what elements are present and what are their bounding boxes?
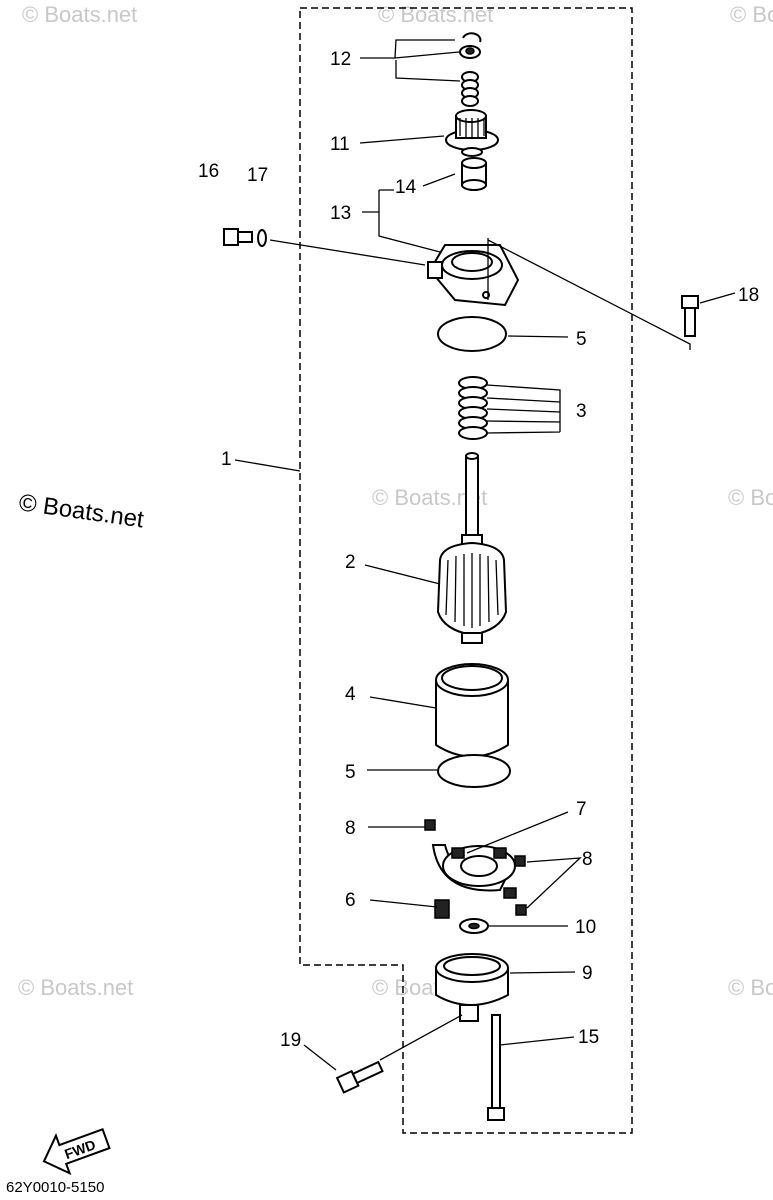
watermark-main: © Boats.net — [17, 489, 146, 533]
callout-12: 12 — [330, 49, 351, 70]
callout-19: 19 — [280, 1030, 301, 1051]
callout-1: 1 — [221, 449, 232, 470]
callout-18: 18 — [738, 285, 759, 306]
part-9-lower-bracket — [435, 953, 509, 1022]
leader-lines — [234, 39, 736, 1071]
callout-15: 15 — [578, 1027, 599, 1048]
part-7-brush-holder — [431, 844, 517, 899]
part-5-o-ring-upper — [437, 316, 507, 352]
watermark: © Boats.net — [18, 975, 133, 1000]
watermark: © Boats.net — [728, 975, 773, 1000]
part-12-clip-spring — [459, 32, 482, 107]
part-6-terminal — [434, 899, 450, 919]
callout-13: 13 — [330, 203, 351, 224]
diagram-code: 62Y0010-5150 — [6, 1179, 104, 1196]
callout-10: 10 — [575, 917, 596, 938]
assembly-boundary — [299, 7, 633, 1134]
part-16-bolt — [223, 228, 253, 246]
callout-7: 7 — [576, 799, 587, 820]
callout-11: 11 — [330, 134, 350, 155]
part-5-o-ring-lower — [437, 754, 511, 788]
part-4-yoke — [435, 663, 509, 758]
callout-17: 17 — [247, 165, 268, 186]
part-2-armature — [436, 452, 508, 644]
part-18-bolt — [681, 295, 699, 337]
callout-5-upper: 5 — [576, 329, 587, 350]
watermark-layer: © Boats.net © Boats.net © Boats.net © Bo… — [18, 2, 773, 1000]
fwd-arrow: FWD — [42, 1128, 111, 1176]
part-15-through-bolt — [487, 1014, 505, 1121]
callout-9: 9 — [582, 963, 593, 984]
part-14-collar — [461, 157, 487, 191]
callout-4: 4 — [345, 684, 356, 705]
callout-16: 16 — [198, 161, 219, 182]
part-10-washer — [459, 918, 489, 934]
callout-6: 6 — [345, 890, 356, 911]
callout-14: 14 — [395, 177, 417, 198]
watermark: © Boats.net — [728, 485, 773, 510]
callout-3: 3 — [576, 401, 587, 422]
watermark: © Boats.net — [22, 2, 137, 27]
part-11-pinion-gear — [445, 109, 499, 157]
callout-8-right: 8 — [582, 849, 593, 870]
part-17-washer — [257, 229, 267, 247]
part-3-washer-stack — [458, 376, 488, 440]
watermark: © Boats.net — [378, 2, 493, 27]
watermark: © Boats.net — [730, 2, 773, 27]
callout-2: 2 — [345, 552, 356, 573]
part-19-bolt — [335, 1060, 384, 1094]
callout-labels: 12 11 16 17 14 13 18 5 3 1 2 4 5 7 8 8 6… — [198, 49, 759, 1051]
callout-5-lower: 5 — [345, 762, 356, 783]
part-13-upper-bracket — [427, 244, 520, 307]
part-8-nut — [424, 819, 527, 916]
callout-8-left: 8 — [345, 818, 356, 839]
